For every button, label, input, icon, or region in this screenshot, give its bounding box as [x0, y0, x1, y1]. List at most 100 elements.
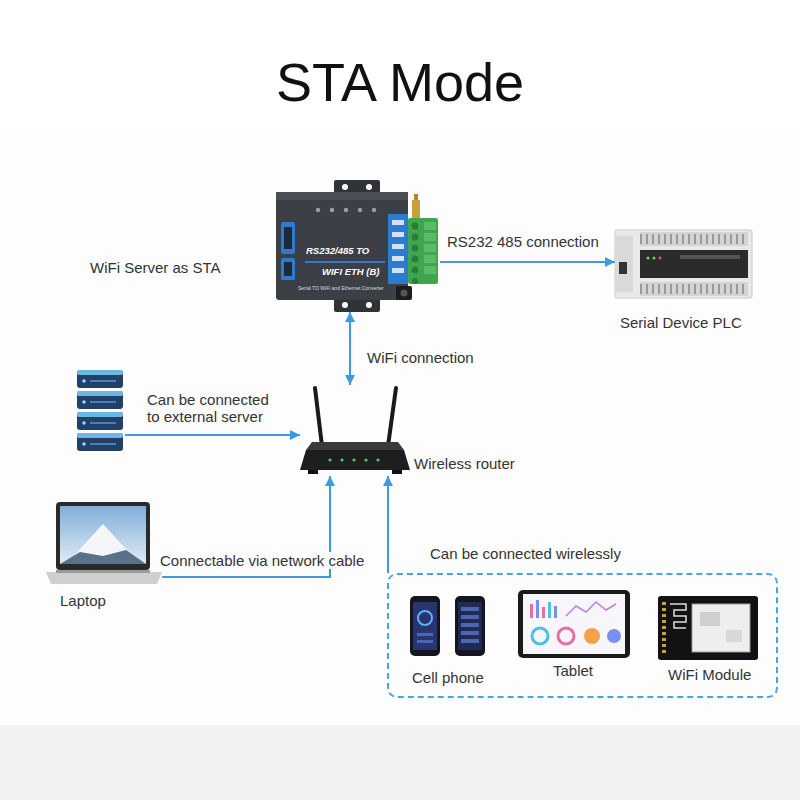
- illustration-part: [461, 623, 479, 627]
- illustration-part: [365, 459, 368, 462]
- node-caption: Tablet: [553, 662, 593, 679]
- illustration-part: [342, 184, 348, 190]
- illustration-part: [305, 261, 385, 263]
- edge-label: WiFi connection: [365, 349, 476, 366]
- illustration-part: [353, 459, 356, 462]
- illustration-part: [60, 550, 146, 564]
- illustration-part: [90, 401, 116, 403]
- illustration-part: [558, 628, 574, 644]
- illustration-part: [388, 214, 408, 284]
- node-caption: Serial Device PLC: [620, 314, 742, 331]
- illustration-part: [412, 223, 419, 230]
- illustration-part: [77, 433, 123, 451]
- illustration-part: [392, 232, 404, 237]
- node-caption: Laptop: [60, 592, 106, 609]
- illustration-part: [276, 192, 408, 300]
- illustration-part: [306, 442, 404, 450]
- illustration-part: [424, 244, 436, 252]
- router-node: Wireless router: [300, 385, 410, 476]
- illustration-part: [82, 442, 86, 446]
- node-caption: WiFi Module: [668, 666, 751, 683]
- node-caption: WiFi Server as STA: [90, 259, 221, 276]
- illustration-part: [408, 218, 438, 284]
- illustration-part: [341, 459, 344, 462]
- illustration-part: [284, 262, 292, 276]
- illustration-part: [388, 388, 396, 446]
- converter-device: [276, 180, 438, 312]
- connector-arrow: [349, 312, 351, 385]
- illustration-part: [366, 302, 372, 308]
- illustration-part: [692, 604, 750, 652]
- phone-node: Cell phone: [408, 594, 488, 658]
- illustration-part: [410, 596, 440, 656]
- device-print: RS232/485 TO: [306, 245, 369, 256]
- tablet-icon: [518, 590, 630, 658]
- illustration-part: [414, 194, 418, 200]
- illustration-part: [615, 230, 752, 298]
- illustration-part: [640, 284, 748, 294]
- illustration-part: [90, 380, 116, 382]
- illustration-part: [412, 234, 419, 241]
- device-print: WIFI ETH (B): [322, 266, 380, 277]
- illustration-part: [680, 255, 740, 259]
- illustration-part: [424, 266, 436, 274]
- illustration-part: [424, 255, 436, 263]
- illustration-part: [417, 633, 433, 636]
- illustration-part: [342, 302, 348, 308]
- illustration-part: [461, 631, 479, 635]
- illustration-part: [366, 184, 372, 190]
- illustration-part: [281, 222, 295, 254]
- illustration-part: [77, 412, 123, 430]
- illustration-part: [619, 262, 627, 274]
- illustration-part: [640, 282, 748, 296]
- illustration-part: [330, 208, 334, 212]
- wifi-module-node: WiFi Module: [656, 594, 760, 662]
- illustration-part: [316, 208, 320, 212]
- illustration-part: [530, 604, 533, 618]
- phone-icons: [410, 596, 485, 656]
- plc-node: Serial Device PLC: [615, 228, 752, 300]
- illustration-part: [584, 628, 600, 644]
- illustration-part: [56, 502, 150, 570]
- connector-arrow: [387, 476, 389, 573]
- illustration-part: [424, 222, 436, 230]
- illustration-part: [417, 640, 433, 643]
- device-fine-print: Serial TO WiFi and Ethernet Converter: [298, 285, 384, 291]
- illustration-part: [82, 400, 86, 404]
- illustration-part: [726, 630, 742, 642]
- illustration-part: [60, 506, 146, 564]
- illustration-part: [647, 257, 650, 260]
- wifi-module-icon: [658, 596, 758, 660]
- illustration-part: [542, 607, 545, 618]
- node-caption: Cell phone: [412, 669, 484, 686]
- illustration-part: [532, 628, 548, 644]
- illustration-part: [377, 459, 380, 462]
- illustration-part: [392, 220, 404, 225]
- illustration-part: [670, 604, 686, 628]
- illustration-part: [392, 470, 402, 474]
- illustration-part: [413, 602, 437, 650]
- illustration-part: [284, 227, 292, 249]
- edge-label: Can be connected to external server: [145, 391, 281, 425]
- illustration-part: [700, 612, 720, 626]
- illustration-part: [308, 470, 318, 474]
- illustration-part: [46, 572, 162, 584]
- illustration-part: [358, 208, 362, 212]
- illustration-part: [392, 268, 404, 273]
- server-icon: [77, 370, 123, 451]
- illustration-part: [523, 594, 625, 654]
- illustration-part: [372, 208, 376, 212]
- illustration-part: [281, 258, 295, 280]
- illustration-part: [607, 629, 621, 643]
- illustration-part: [77, 370, 123, 388]
- illustration-part: [90, 443, 116, 445]
- panel-ground: [0, 130, 800, 725]
- illustration-part: [77, 412, 123, 417]
- illustration-part: [659, 257, 662, 260]
- connector-arrow: [440, 261, 615, 263]
- illustration-part: [412, 267, 419, 274]
- laptop-node: Laptop: [45, 500, 162, 586]
- illustration-part: [401, 290, 408, 297]
- illustration-part: [458, 602, 482, 650]
- illustration-part: [334, 298, 380, 312]
